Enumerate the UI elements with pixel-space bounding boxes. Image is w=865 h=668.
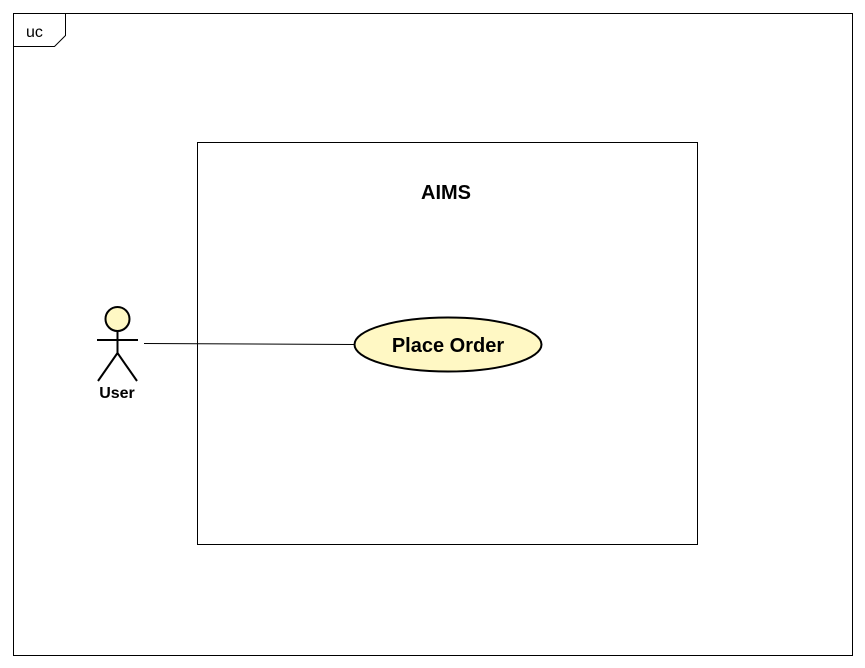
use-case-ellipse[interactable]: [353, 316, 543, 373]
actor-left-leg: [97, 352, 119, 382]
actor-right-leg: [116, 352, 138, 382]
association-line: [143, 343, 355, 345]
actor-head: [104, 306, 131, 332]
use-case-label: Place Order: [392, 335, 505, 357]
frame-label: uc: [26, 24, 43, 41]
actor-user: User: [97, 306, 138, 402]
use-case-place-order[interactable]: Place Order: [353, 316, 543, 373]
actor-label: User: [99, 385, 135, 402]
frame-label-tab: [13, 13, 66, 47]
diagram-frame: [13, 13, 853, 656]
system-title: AIMS: [421, 182, 471, 204]
